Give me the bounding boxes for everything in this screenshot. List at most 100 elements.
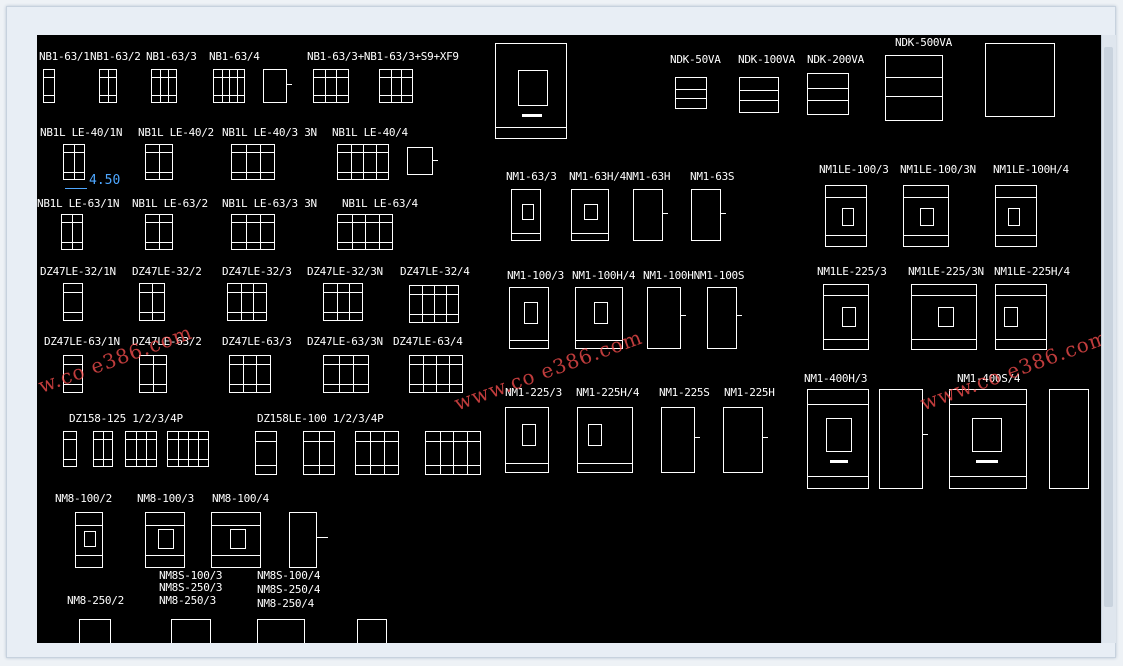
mccb-front-view — [807, 389, 869, 489]
component-label: NM8S-250/4 — [257, 583, 321, 596]
component-label: DZ47LE-63/3 — [222, 335, 292, 348]
mccb-symbol — [577, 407, 633, 473]
rcbo-mccb-symbol — [903, 185, 949, 247]
mccb-side-view — [1049, 389, 1089, 489]
mccb-side-view — [289, 512, 328, 568]
component-label: NB1L LE-40/3 3N — [222, 126, 317, 139]
breaker-symbol — [99, 69, 117, 103]
breaker-side-view — [263, 69, 292, 103]
rcbo-mccb-symbol — [823, 284, 869, 350]
component-label: NB1-63/3+NB1-63/3+S9+XF9 — [307, 50, 459, 63]
component-label: NM1LE-100/3N — [900, 163, 976, 176]
mccb-side-view — [707, 287, 742, 349]
rcbo-symbol — [323, 283, 363, 321]
rcbo-symbol — [425, 431, 481, 475]
rcbo-symbol — [409, 285, 459, 323]
rcbo-symbol — [303, 431, 335, 475]
component-label: NM1LE-100/3 — [819, 163, 889, 176]
component-label: NB1L LE-63/4 — [342, 197, 418, 210]
transformer-symbol — [739, 77, 779, 113]
component-label: NM8-100/4 — [212, 492, 269, 505]
mcb-symbol — [63, 431, 77, 467]
component-label: NM1LE-225H/4 — [994, 265, 1070, 278]
component-label: DZ47LE-32/4 — [400, 265, 470, 278]
component-label: NM8S-100/4 — [257, 569, 321, 582]
rcbo-symbol — [139, 355, 167, 393]
breaker-symbol — [379, 69, 413, 103]
breaker-symbol — [313, 69, 349, 103]
component-label: NM1-225H/4 — [576, 386, 640, 399]
component-label: NM1-400S/4 — [957, 372, 1021, 385]
mccb-symbol — [79, 619, 111, 643]
mccb-side-view — [647, 287, 686, 349]
rcbo-symbol — [139, 283, 165, 321]
rcbo-symbol — [145, 214, 173, 250]
component-label: NM8S-250/3 — [159, 581, 223, 594]
mccb-side-view — [879, 389, 928, 489]
component-label: NDK-50VA — [670, 53, 721, 66]
breaker-symbol — [213, 69, 245, 103]
watermark-text: www.co e386.com — [37, 319, 196, 411]
rcbo-symbol — [337, 214, 393, 250]
component-label: DZ47LE-63/4 — [393, 335, 463, 348]
mccb-symbol — [211, 512, 261, 568]
component-label: NM1-225/3 — [505, 386, 562, 399]
mccb-symbol — [571, 189, 609, 241]
mccb-side-view — [357, 619, 387, 643]
dimension-line — [65, 188, 87, 189]
component-label: NM1-225S — [659, 386, 710, 399]
component-label: DZ47LE-63/2 — [132, 335, 202, 348]
mccb-symbol — [257, 619, 305, 643]
component-label: DZ47LE-63/1N — [44, 335, 120, 348]
rcbo-symbol — [229, 355, 271, 393]
component-label: NM8-100/2 — [55, 492, 112, 505]
component-label: NB1L LE-63/1N — [37, 197, 120, 210]
transformer-symbol — [885, 55, 943, 121]
rcbo-symbol — [337, 144, 389, 180]
breaker-symbol — [151, 69, 177, 103]
rcbo-side-view — [407, 147, 438, 175]
rcbo-mccb-symbol — [911, 284, 977, 350]
rcbo-symbol — [63, 283, 83, 321]
component-label: DZ47LE-32/3 — [222, 265, 292, 278]
transformer-symbol — [807, 73, 849, 115]
rcbo-symbol — [63, 144, 85, 180]
rcbo-symbol — [61, 214, 83, 250]
rcbo-mccb-symbol — [995, 284, 1047, 350]
component-label: NDK-200VA — [807, 53, 864, 66]
mccb-side-view — [661, 407, 700, 473]
component-label: DZ47LE-32/3N — [307, 265, 383, 278]
rcbo-mccb-symbol — [825, 185, 867, 247]
enclosure-symbol — [985, 43, 1055, 117]
component-label: NB1L LE-63/3 3N — [222, 197, 317, 210]
component-label: DZ47LE-32/2 — [132, 265, 202, 278]
component-label: NM1-63S — [690, 170, 735, 183]
component-label: DZ158-125 1/2/3/4P — [69, 412, 183, 425]
component-label: DZ47LE-63/3N — [307, 335, 383, 348]
component-label: NDK-100VA — [738, 53, 795, 66]
rcbo-symbol — [231, 144, 275, 180]
component-label: NM8S-100/3 — [159, 569, 223, 582]
component-label: NB1-63/2 — [90, 50, 141, 63]
mccb-side-view — [723, 407, 768, 473]
mccb-side-view — [633, 189, 668, 241]
mccb-symbol — [511, 189, 541, 241]
component-label: NB1-63/1 — [39, 50, 90, 63]
breaker-symbol — [43, 69, 55, 103]
component-label: NM1-100/3 — [507, 269, 564, 282]
component-label: NB1-63/4 — [209, 50, 260, 63]
scrollbar-thumb[interactable] — [1104, 47, 1113, 607]
vertical-scrollbar[interactable] — [1101, 35, 1116, 643]
mcb-symbol — [167, 431, 209, 467]
rcbo-mccb-symbol — [995, 185, 1037, 247]
component-label: NB1L LE-40/2 — [138, 126, 214, 139]
component-label: NM1-63/3 — [506, 170, 557, 183]
component-label: NB1L LE-63/2 — [132, 197, 208, 210]
component-label: NM8-100/3 — [137, 492, 194, 505]
component-label: NM8-250/3 — [159, 594, 216, 607]
component-label: NB1L LE-40/4 — [332, 126, 408, 139]
mccb-symbol — [505, 407, 549, 473]
dimension-value: 4.50 — [89, 173, 121, 188]
mccb-symbol — [575, 287, 623, 349]
